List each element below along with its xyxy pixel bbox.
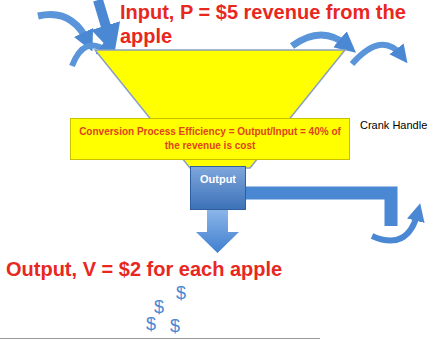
rule-line <box>0 338 320 339</box>
crank-turn-arrow <box>372 212 418 241</box>
dollar-sign: $ <box>176 283 190 303</box>
node-text: Output <box>194 173 242 186</box>
input-arrow <box>38 14 88 42</box>
dollar-sign: $ <box>154 297 168 317</box>
input-heading: Input, P = $5 revenue from the apple <box>120 0 436 48</box>
input-arrow <box>292 35 348 46</box>
input-arrow <box>98 0 110 40</box>
output-heading: Output, V = $2 for each apple <box>6 257 426 281</box>
crank-handle <box>244 193 391 226</box>
node-text: Conversion Process Efficiency = Output/I… <box>79 125 341 153</box>
output-box: Output <box>190 166 246 210</box>
input-arrow <box>352 45 402 64</box>
dollar-sign: $ <box>146 314 160 334</box>
dollar-sign: $ <box>170 316 184 336</box>
output-arrow <box>196 208 239 253</box>
process-label-box: Conversion Process Efficiency = Output/I… <box>70 118 350 160</box>
crank-label: Crank Handle <box>360 119 436 132</box>
